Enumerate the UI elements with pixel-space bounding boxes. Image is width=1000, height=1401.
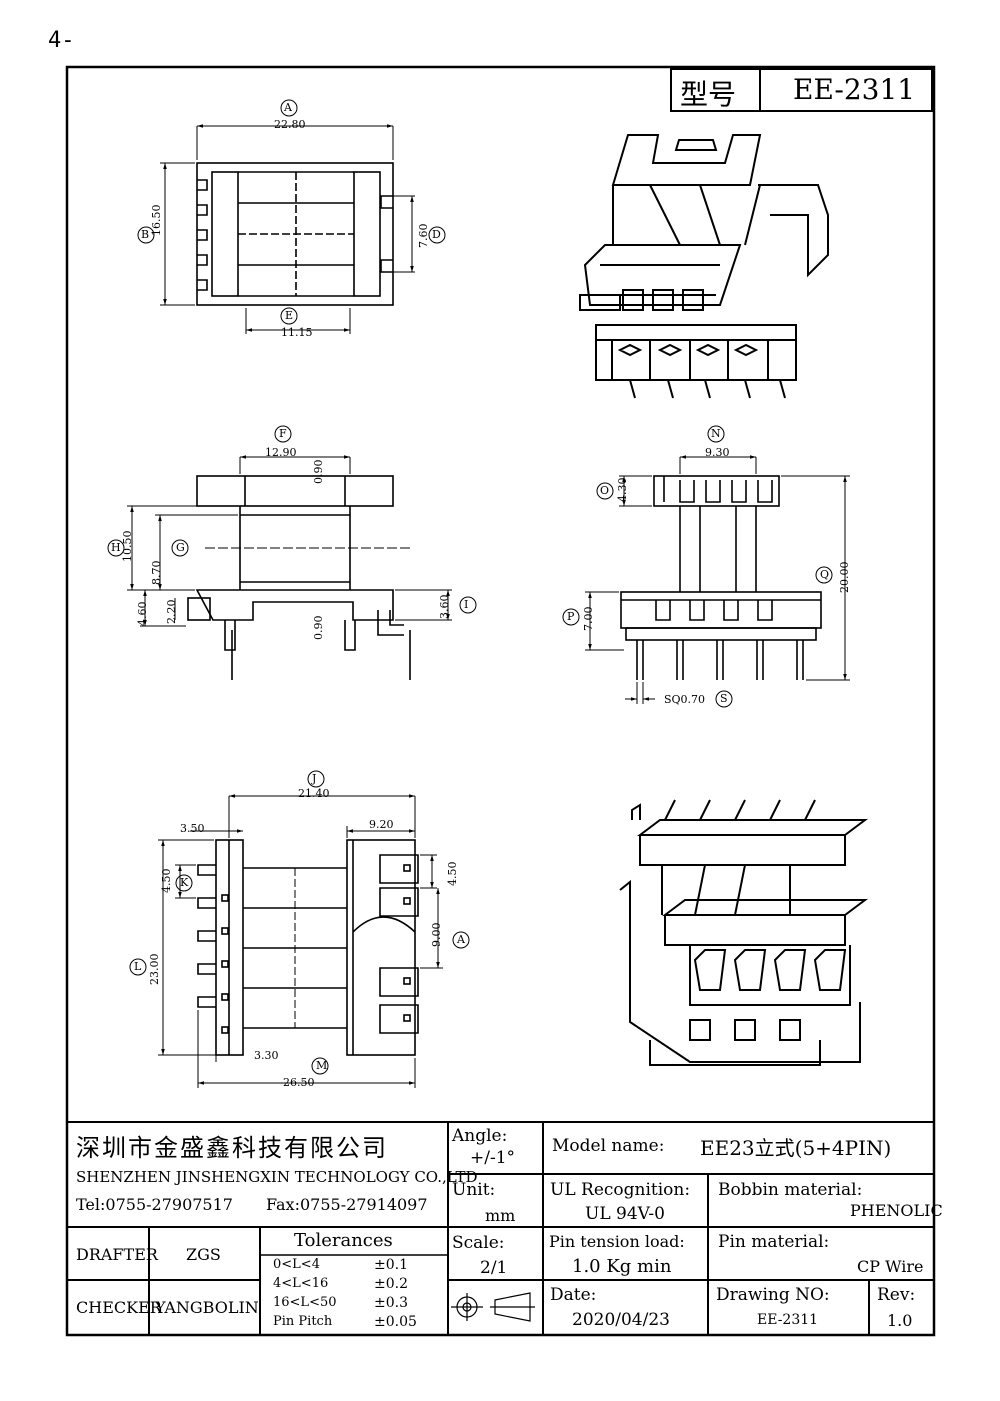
- dim-p-value: 7.00: [582, 606, 595, 632]
- company-tel: Tel:0755-27907517: [76, 1195, 233, 1214]
- dim-letter-q: Q: [820, 568, 830, 581]
- dim-letter-b: B: [141, 228, 150, 241]
- dim-m-value: 26.50: [283, 1076, 315, 1089]
- drawing-no-label: Drawing NO:: [716, 1285, 830, 1305]
- dim-o-value: 4.30: [616, 477, 629, 503]
- model-header-label: 型号: [680, 78, 737, 111]
- dim-i-value: 3.60: [438, 594, 451, 620]
- angle-label: Angle:: [452, 1126, 508, 1146]
- bobbin-material-value: PHENOLIC: [850, 1201, 943, 1220]
- company-name-en: SHENZHEN JINSHENGXIN TECHNOLOGY CO.,LTD: [76, 1168, 478, 1186]
- company-name-cn: 深圳市金盛鑫科技有限公司: [76, 1134, 388, 1162]
- unit-label: Unit:: [452, 1180, 496, 1200]
- dim-letter-m: M: [316, 1059, 328, 1072]
- page-number: 4-: [48, 28, 75, 53]
- checker-value: YANGBOLIN: [155, 1298, 259, 1317]
- drawing-no-value: EE-2311: [757, 1312, 819, 1328]
- dim-letter-n: N: [711, 427, 721, 440]
- dim-left-offset: 3.50: [180, 822, 205, 835]
- scale-value: 2/1: [480, 1258, 508, 1278]
- tolerance-value-4: ±0.05: [374, 1314, 417, 1330]
- ul-label: UL Recognition:: [550, 1180, 691, 1200]
- dim-l-value: 23.00: [148, 953, 161, 986]
- dim-j-value: 21.40: [298, 787, 330, 800]
- dim-g-value: 8.70: [150, 560, 163, 586]
- sheet-border: [65, 65, 936, 1337]
- dim-f-value: 12.90: [265, 446, 297, 459]
- tolerance-range-3: 16<L<50: [273, 1295, 337, 1310]
- dim-a2-value: 9.00: [430, 922, 443, 948]
- model-name-label: Model name:: [552, 1136, 665, 1156]
- checker-label: CHECKER: [76, 1298, 162, 1317]
- pin-tension-label: Pin tension load:: [549, 1232, 685, 1251]
- dim-d-value: 7.60: [417, 223, 430, 249]
- dim-letter-p: P: [567, 610, 575, 623]
- isometric-view-bottom: [619, 799, 868, 1066]
- model-name-value: EE23立式(5+4PIN): [700, 1136, 892, 1160]
- scale-label: Scale:: [452, 1233, 505, 1253]
- side-view: [620, 475, 822, 680]
- model-header-value: EE-2311: [793, 73, 916, 106]
- dim-letter-e: E: [285, 309, 294, 322]
- dim-q-value: 20.00: [838, 561, 851, 594]
- rev-value: 1.0: [887, 1311, 913, 1330]
- tolerances-label: Tolerances: [294, 1230, 393, 1251]
- tolerance-range-4: Pin Pitch: [273, 1314, 333, 1329]
- dim-letter-o: O: [600, 484, 610, 497]
- dim-top-thk: 0.90: [312, 459, 325, 485]
- bottom-view: [197, 839, 419, 1056]
- date-label: Date:: [550, 1285, 597, 1305]
- dim-letter-a2: A: [457, 933, 465, 946]
- tolerance-range-2: 4<L<16: [273, 1276, 329, 1291]
- dim-letter-j: J: [312, 772, 317, 785]
- dim-right-pitch: 4.50: [446, 861, 459, 887]
- dim-letter-s: S: [720, 692, 728, 705]
- company-fax: Fax:0755-27914097: [266, 1195, 428, 1214]
- dim-e-value: 11.15: [281, 326, 313, 339]
- dim-n-value: 9.30: [705, 446, 730, 459]
- dim-b-value: 16.50: [150, 204, 163, 237]
- dim-base-thk: 0.90: [312, 615, 325, 641]
- dim-letter-d: D: [432, 228, 441, 241]
- pin-tension-value: 1.0 Kg min: [572, 1256, 672, 1277]
- front-view: [187, 475, 411, 680]
- dim-letter-i: I: [464, 598, 469, 611]
- dim-left-a: 4.60: [136, 601, 149, 627]
- isometric-view-top: [579, 134, 829, 399]
- tolerance-value-3: ±0.3: [374, 1295, 408, 1311]
- dim-letter-g: G: [176, 541, 185, 554]
- unit-value: mm: [485, 1206, 516, 1225]
- bobbin-material-label: Bobbin material:: [718, 1180, 863, 1200]
- drafter-label: DRAFTER: [76, 1245, 158, 1264]
- dim-letter-l: L: [134, 960, 142, 973]
- dim-left-b: 2.20: [165, 599, 178, 625]
- dim-letter-f: F: [279, 427, 287, 440]
- dim-k-value: 4.50: [160, 868, 173, 894]
- dim-a-value: 22.80: [274, 118, 306, 131]
- dim-h-value: 10.50: [121, 530, 134, 563]
- dim-right-offset: 9.20: [369, 818, 394, 831]
- top-view: [196, 162, 415, 306]
- dim-bottom-offset: 3.30: [254, 1049, 279, 1062]
- drafter-value: ZGS: [186, 1245, 221, 1264]
- date-value: 2020/04/23: [572, 1310, 670, 1330]
- ul-value: UL 94V-0: [585, 1204, 665, 1224]
- pin-material-label: Pin material:: [718, 1232, 830, 1252]
- model-header-box: [670, 68, 933, 112]
- dim-letter-k: K: [180, 876, 189, 889]
- projection-symbol: [451, 1292, 535, 1322]
- angle-value: +/-1°: [470, 1148, 516, 1168]
- tolerance-range-1: 0<L<4: [273, 1257, 320, 1272]
- title-block-grid: [67, 1121, 934, 1335]
- tolerance-value-1: ±0.1: [374, 1257, 408, 1273]
- rev-label: Rev:: [877, 1285, 916, 1305]
- dim-s-value: SQ0.70: [664, 693, 706, 706]
- dim-letter-a: A: [284, 101, 292, 114]
- pin-material-value: CP Wire: [857, 1257, 924, 1276]
- dim-letter-h: H: [111, 541, 121, 554]
- tolerance-value-2: ±0.2: [374, 1276, 408, 1292]
